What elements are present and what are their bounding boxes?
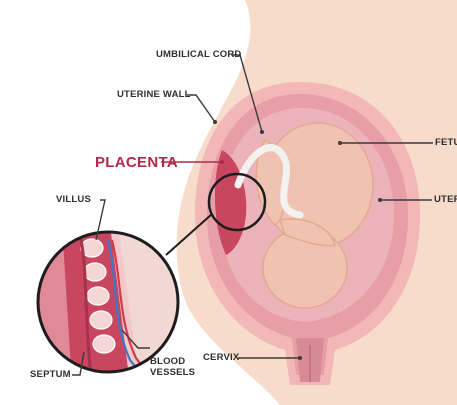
label-uterus: UTERUS [434,195,457,205]
label-septum: SEPTUM [30,370,71,380]
label-fetus: FETUS [435,138,457,148]
label-uterine-wall: UTERINE WALL [117,90,191,100]
label-placenta: PLACENTA [95,155,178,170]
uterine-wall-leader [187,95,215,122]
label-blood-vessels-line2: VESSELS [150,368,195,379]
label-villus: VILLUS [56,195,91,205]
label-umbilical-cord: UMBILICAL CORD [156,50,241,60]
label-blood-vessels: BLOOD VESSELS [150,357,195,379]
label-cervix: CERVIX [203,353,239,363]
